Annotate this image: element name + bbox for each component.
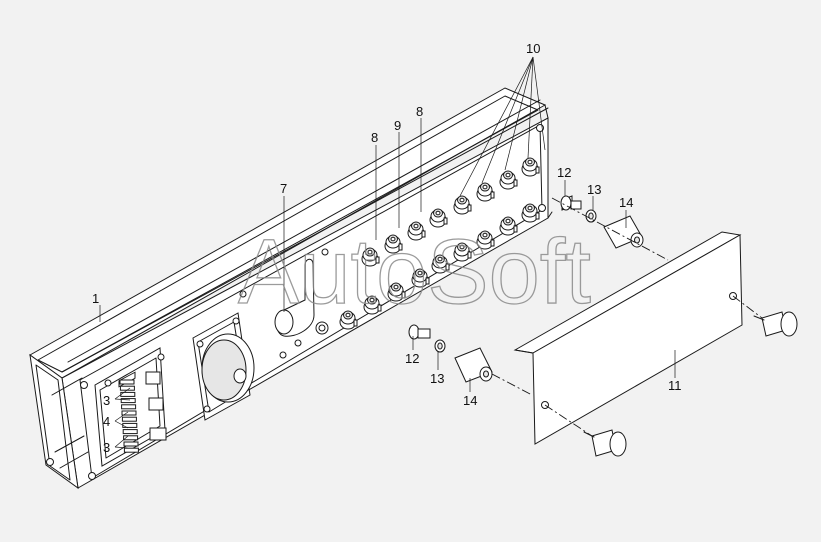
- connector-jack: [453, 195, 472, 215]
- standoff-group-lower: [408, 324, 493, 383]
- thumb-screw-upper: [753, 311, 798, 337]
- terminal-pin: [119, 379, 135, 385]
- terminal-pin: [123, 441, 139, 447]
- callout-11: 11: [668, 378, 682, 393]
- callout-9: 9: [394, 118, 401, 133]
- connector-jack: [411, 268, 430, 288]
- callout-8-left: 8: [371, 130, 378, 145]
- terminal-pin: [120, 398, 136, 404]
- watermark-text: AutoSoft: [238, 221, 591, 323]
- connector-jack: [384, 234, 403, 254]
- connector-jack: [476, 230, 495, 250]
- connector-jack: [339, 310, 358, 330]
- callout-8-right: 8: [416, 104, 423, 119]
- callout-14-lower: 14: [463, 393, 477, 408]
- connector-jack: [387, 282, 406, 302]
- terminal-pin: [123, 447, 139, 453]
- leader-lines: [99, 56, 676, 449]
- callout-13-lower: 13: [430, 371, 444, 386]
- connector-jack: [361, 247, 380, 267]
- connector-jack: [363, 295, 382, 315]
- connector-jack: [521, 203, 540, 223]
- callout-4: 4: [103, 414, 110, 429]
- elbow-fitting: [274, 258, 329, 337]
- terminal-pin: [123, 435, 139, 441]
- connector-jack: [431, 254, 450, 274]
- connector-jack: [453, 242, 472, 262]
- callout-7: 7: [280, 181, 287, 196]
- terminal-pin: [121, 416, 137, 422]
- callout-13-upper: 13: [587, 182, 601, 197]
- callout-3-lower: 3: [103, 440, 110, 455]
- callout-12-lower: 12: [405, 351, 419, 366]
- connector-jacks: [339, 157, 540, 330]
- round-connector: [192, 312, 255, 421]
- callout-1: 1: [92, 291, 99, 306]
- callout-14-upper: 14: [619, 195, 633, 210]
- terminal-pin: [122, 429, 138, 435]
- alignment-lines: [491, 197, 763, 437]
- callout-3-upper: 3: [103, 393, 110, 408]
- callout-labels: 1 3 4 3 7 8 9 8 10 12 13 14 12 13 14 11: [92, 41, 682, 455]
- callout-10: 10: [526, 41, 540, 56]
- thumb-screw-lower: [583, 429, 627, 457]
- terminal-pin: [122, 422, 138, 428]
- callout-12-upper: 12: [557, 165, 571, 180]
- connector-jack: [499, 170, 518, 190]
- connector-jack: [499, 216, 518, 236]
- terminal-pin: [121, 404, 137, 410]
- connector-jack: [476, 182, 495, 202]
- connector-jack: [429, 208, 448, 228]
- terminal-block: [94, 347, 167, 467]
- cover-plate: [513, 231, 743, 445]
- connector-jack: [407, 221, 426, 241]
- connector-jack: [521, 157, 540, 177]
- terminal-pin: [121, 410, 137, 416]
